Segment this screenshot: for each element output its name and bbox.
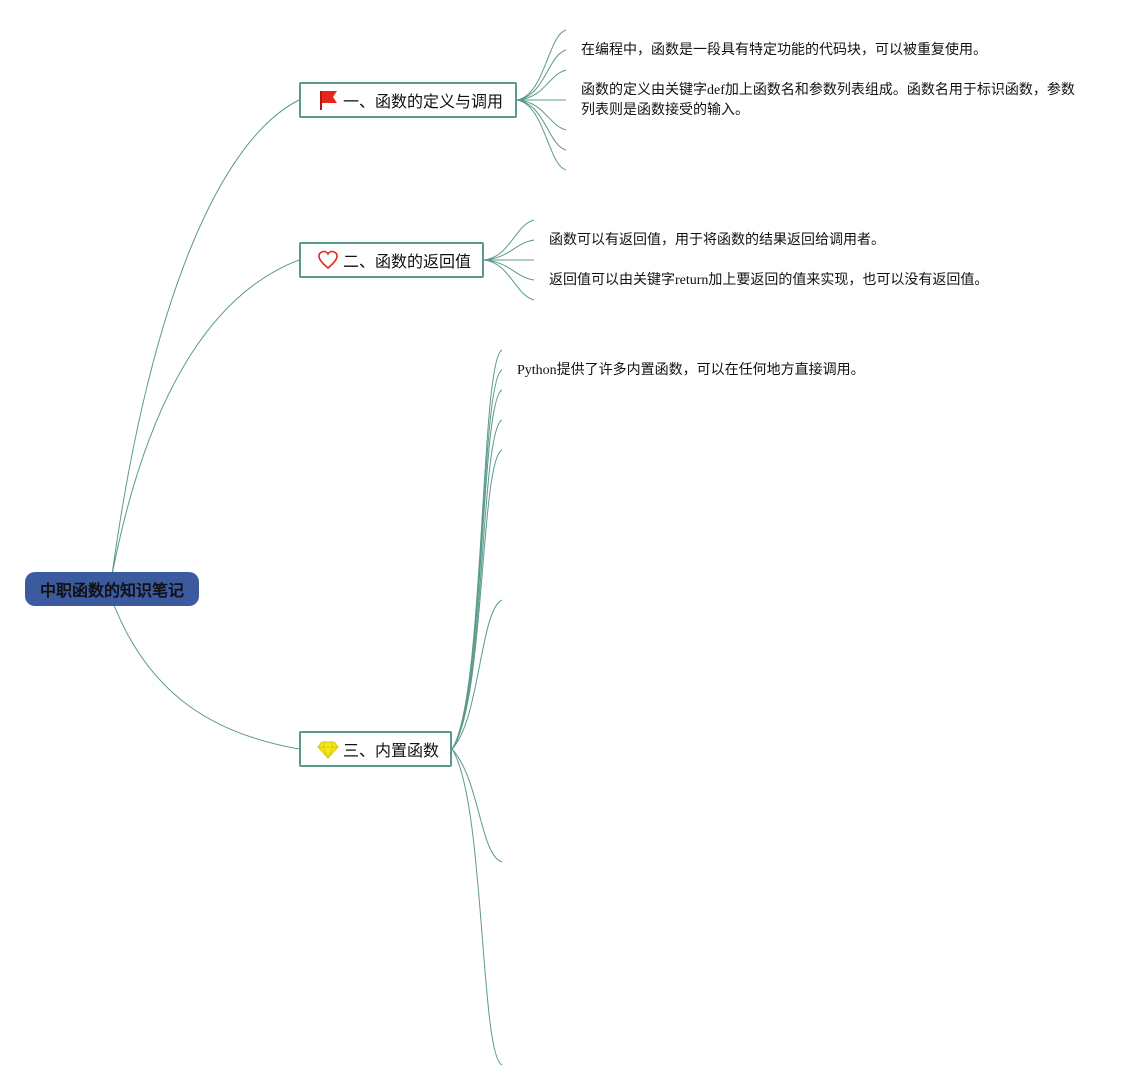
- connector-b3-leaf: [451, 389, 503, 750]
- connector-b2-leaf: [483, 259, 535, 301]
- root-topic-label: 中职函数的知识笔记: [39, 581, 184, 600]
- connector-b3-leaf: [451, 599, 503, 750]
- red-flag-icon: [317, 89, 339, 111]
- connector-b1-leaf: [516, 99, 567, 131]
- connector-b1-leaf: [516, 99, 567, 151]
- connector-root-branch-3: [111, 599, 300, 750]
- connector-b1-leaf: [516, 29, 567, 101]
- connector-b2-leaf: [483, 239, 535, 261]
- leaf-note[interactable]: 在编程中，函数是一段具有特定功能的代码块，可以被重复使用。: [581, 41, 1101, 61]
- leaf-note[interactable]: Python提供了许多内置函数，可以在任何地方直接调用。: [517, 361, 1077, 381]
- connector-b1-leaf: [516, 49, 567, 101]
- leaf-text: Python提供了许多内置函数，可以在任何地方直接调用。: [517, 363, 865, 378]
- leaf-text: 在编程中，函数是一段具有特定功能的代码块，可以被重复使用。: [581, 43, 987, 58]
- leaf-text: 返回值可以由关键字return加上要返回的值来实现，也可以没有返回值。: [549, 273, 989, 288]
- connector-b3-leaf: [451, 419, 503, 750]
- branch-label: 三、内置函数: [343, 741, 440, 760]
- connector-b1-leaf: [516, 99, 567, 171]
- leaf-text: 函数可以有返回值，用于将函数的结果返回给调用者。: [549, 233, 885, 248]
- connector-root-branch-2: [111, 259, 300, 576]
- leaf-text: 函数的定义由关键字def加上函数名和参数列表组成。函数名用于标识函数，参数列表则…: [581, 83, 1075, 118]
- connector-b3-leaf: [451, 748, 503, 1066]
- branch-topic-definition[interactable]: 一、函数的定义与调用: [299, 82, 517, 118]
- branch-topic-builtin-functions[interactable]: 三、内置函数: [299, 731, 452, 767]
- connector-b1-leaf: [516, 69, 567, 101]
- branch-topic-return-value[interactable]: 二、函数的返回值: [299, 242, 484, 278]
- connector-b2-leaf: [483, 219, 535, 261]
- connector-b3-leaf: [451, 449, 503, 750]
- connector-b2-leaf: [483, 259, 535, 281]
- connector-root-branch-1: [111, 99, 300, 576]
- leaf-note[interactable]: 函数的定义由关键字def加上函数名和参数列表组成。函数名用于标识函数，参数列表则…: [581, 81, 1081, 121]
- root-topic[interactable]: 中职函数的知识笔记: [25, 572, 199, 606]
- branch-label: 一、函数的定义与调用: [343, 92, 504, 111]
- branch-label: 二、函数的返回值: [343, 252, 472, 271]
- heart-icon: [317, 249, 339, 271]
- connector-b3-leaf: [451, 369, 503, 750]
- connector-b3-leaf: [451, 748, 503, 863]
- diamond-icon: [317, 738, 339, 760]
- leaf-note[interactable]: 返回值可以由关键字return加上要返回的值来实现，也可以没有返回值。: [549, 271, 1109, 291]
- leaf-note[interactable]: 函数可以有返回值，用于将函数的结果返回给调用者。: [549, 231, 1109, 251]
